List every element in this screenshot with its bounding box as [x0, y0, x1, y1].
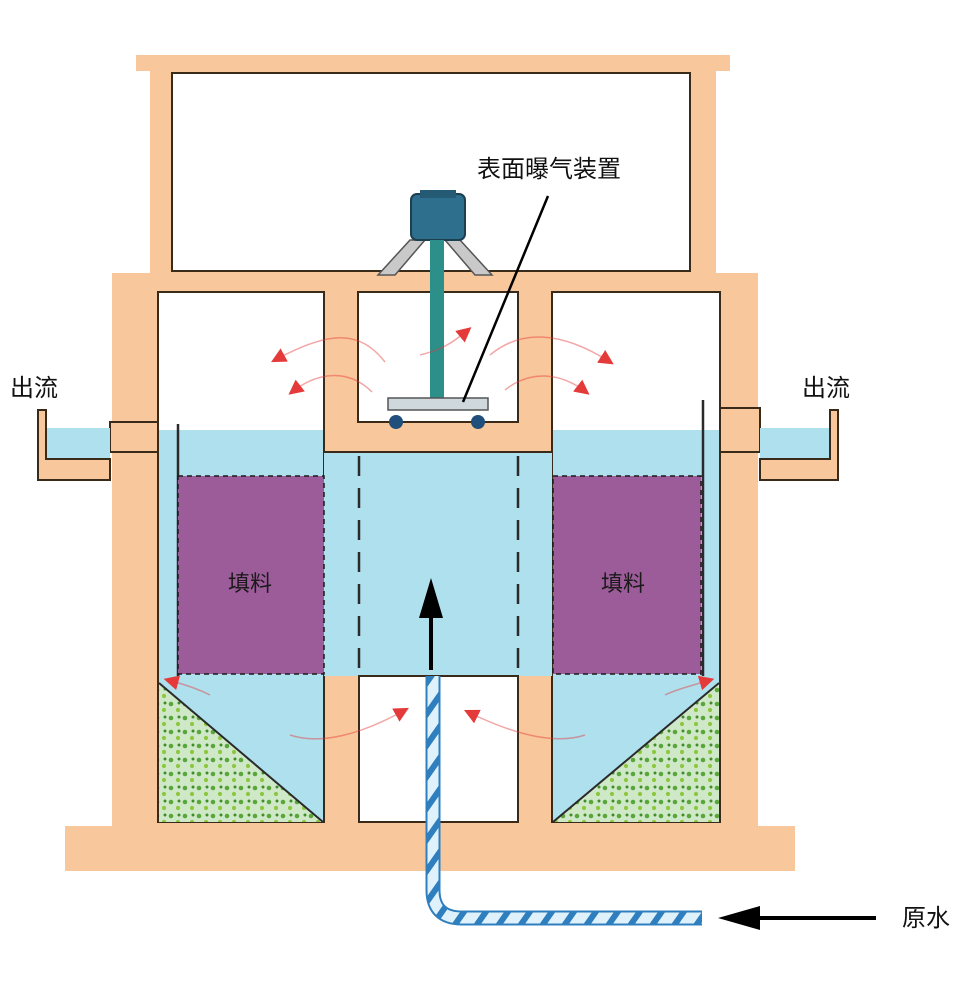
raw-water-label: 原水 — [902, 904, 950, 932]
packing-label-left: 填料 — [228, 572, 273, 597]
packing-label-right: 填料 — [601, 572, 646, 597]
lower-circulation-arrows — [163, 675, 715, 740]
aerator-motor-icon — [410, 190, 466, 241]
arrow-up-icon — [419, 578, 443, 670]
outflow-channel-right — [759, 409, 839, 481]
outflow-label-right: 出流 — [802, 374, 850, 402]
outflow-label-left: 出流 — [10, 374, 58, 402]
center-water-column — [324, 451, 552, 676]
surface-aerator — [376, 190, 494, 429]
aerator-impeller — [387, 397, 489, 411]
aerator-leader-line — [461, 195, 550, 403]
arrow-left-icon — [718, 906, 876, 930]
outflow-channel-left — [37, 409, 111, 481]
aerator-label: 表面曝气装置 — [477, 155, 621, 183]
aerator-shaft — [430, 240, 444, 405]
packing-left — [177, 475, 325, 675]
packing-right — [552, 475, 702, 675]
upper-circulation-arrows — [271, 327, 614, 395]
raw-water-inlet-pipe — [425, 676, 702, 926]
